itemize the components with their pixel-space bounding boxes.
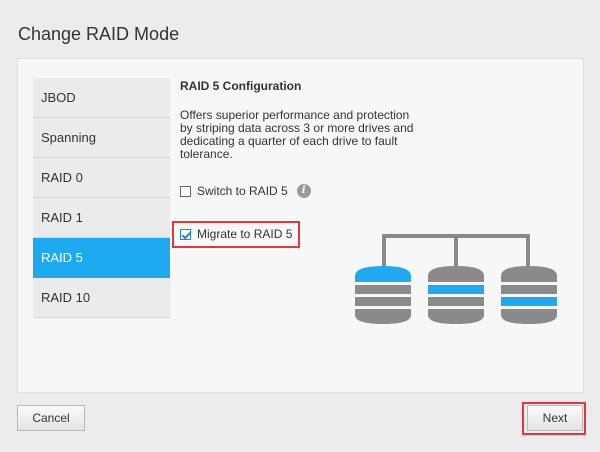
dialog-title: Change RAID Mode bbox=[18, 24, 180, 44]
mode-item-jbod[interactable]: JBOD bbox=[33, 78, 170, 118]
mode-item-raid10[interactable]: RAID 10 bbox=[33, 278, 170, 318]
drive-2-icon bbox=[428, 266, 484, 324]
config-title: RAID 5 Configuration bbox=[180, 79, 302, 93]
next-highlight-box bbox=[522, 402, 586, 435]
switch-label: Switch to RAID 5 bbox=[197, 184, 288, 198]
mode-item-raid0[interactable]: RAID 0 bbox=[33, 158, 170, 198]
config-description: Offers superior performance and protecti… bbox=[180, 108, 414, 161]
info-icon[interactable]: i bbox=[296, 184, 311, 198]
next-button[interactable]: Next bbox=[527, 405, 583, 431]
connector-lines bbox=[382, 234, 530, 266]
drive-3-icon bbox=[501, 266, 557, 324]
switch-checkbox[interactable] bbox=[180, 185, 191, 197]
raid-mode-list: JBOD Spanning RAID 0 RAID 1 RAID 5 RAID … bbox=[33, 78, 170, 318]
cancel-button[interactable]: Cancel bbox=[17, 405, 85, 431]
migrate-label: Migrate to RAID 5 bbox=[197, 227, 293, 241]
migrate-highlight-box bbox=[172, 221, 300, 248]
mode-item-spanning[interactable]: Spanning bbox=[33, 118, 170, 158]
mode-item-raid5[interactable]: RAID 5 bbox=[33, 238, 170, 278]
drive-1-icon bbox=[355, 266, 411, 324]
raid5-diagram bbox=[355, 234, 557, 324]
mode-item-raid1[interactable]: RAID 1 bbox=[33, 198, 170, 238]
switch-option[interactable]: Switch to RAID 5 i bbox=[180, 184, 311, 198]
migrate-checkbox[interactable] bbox=[180, 228, 191, 240]
migrate-option[interactable]: Migrate to RAID 5 bbox=[180, 227, 292, 241]
